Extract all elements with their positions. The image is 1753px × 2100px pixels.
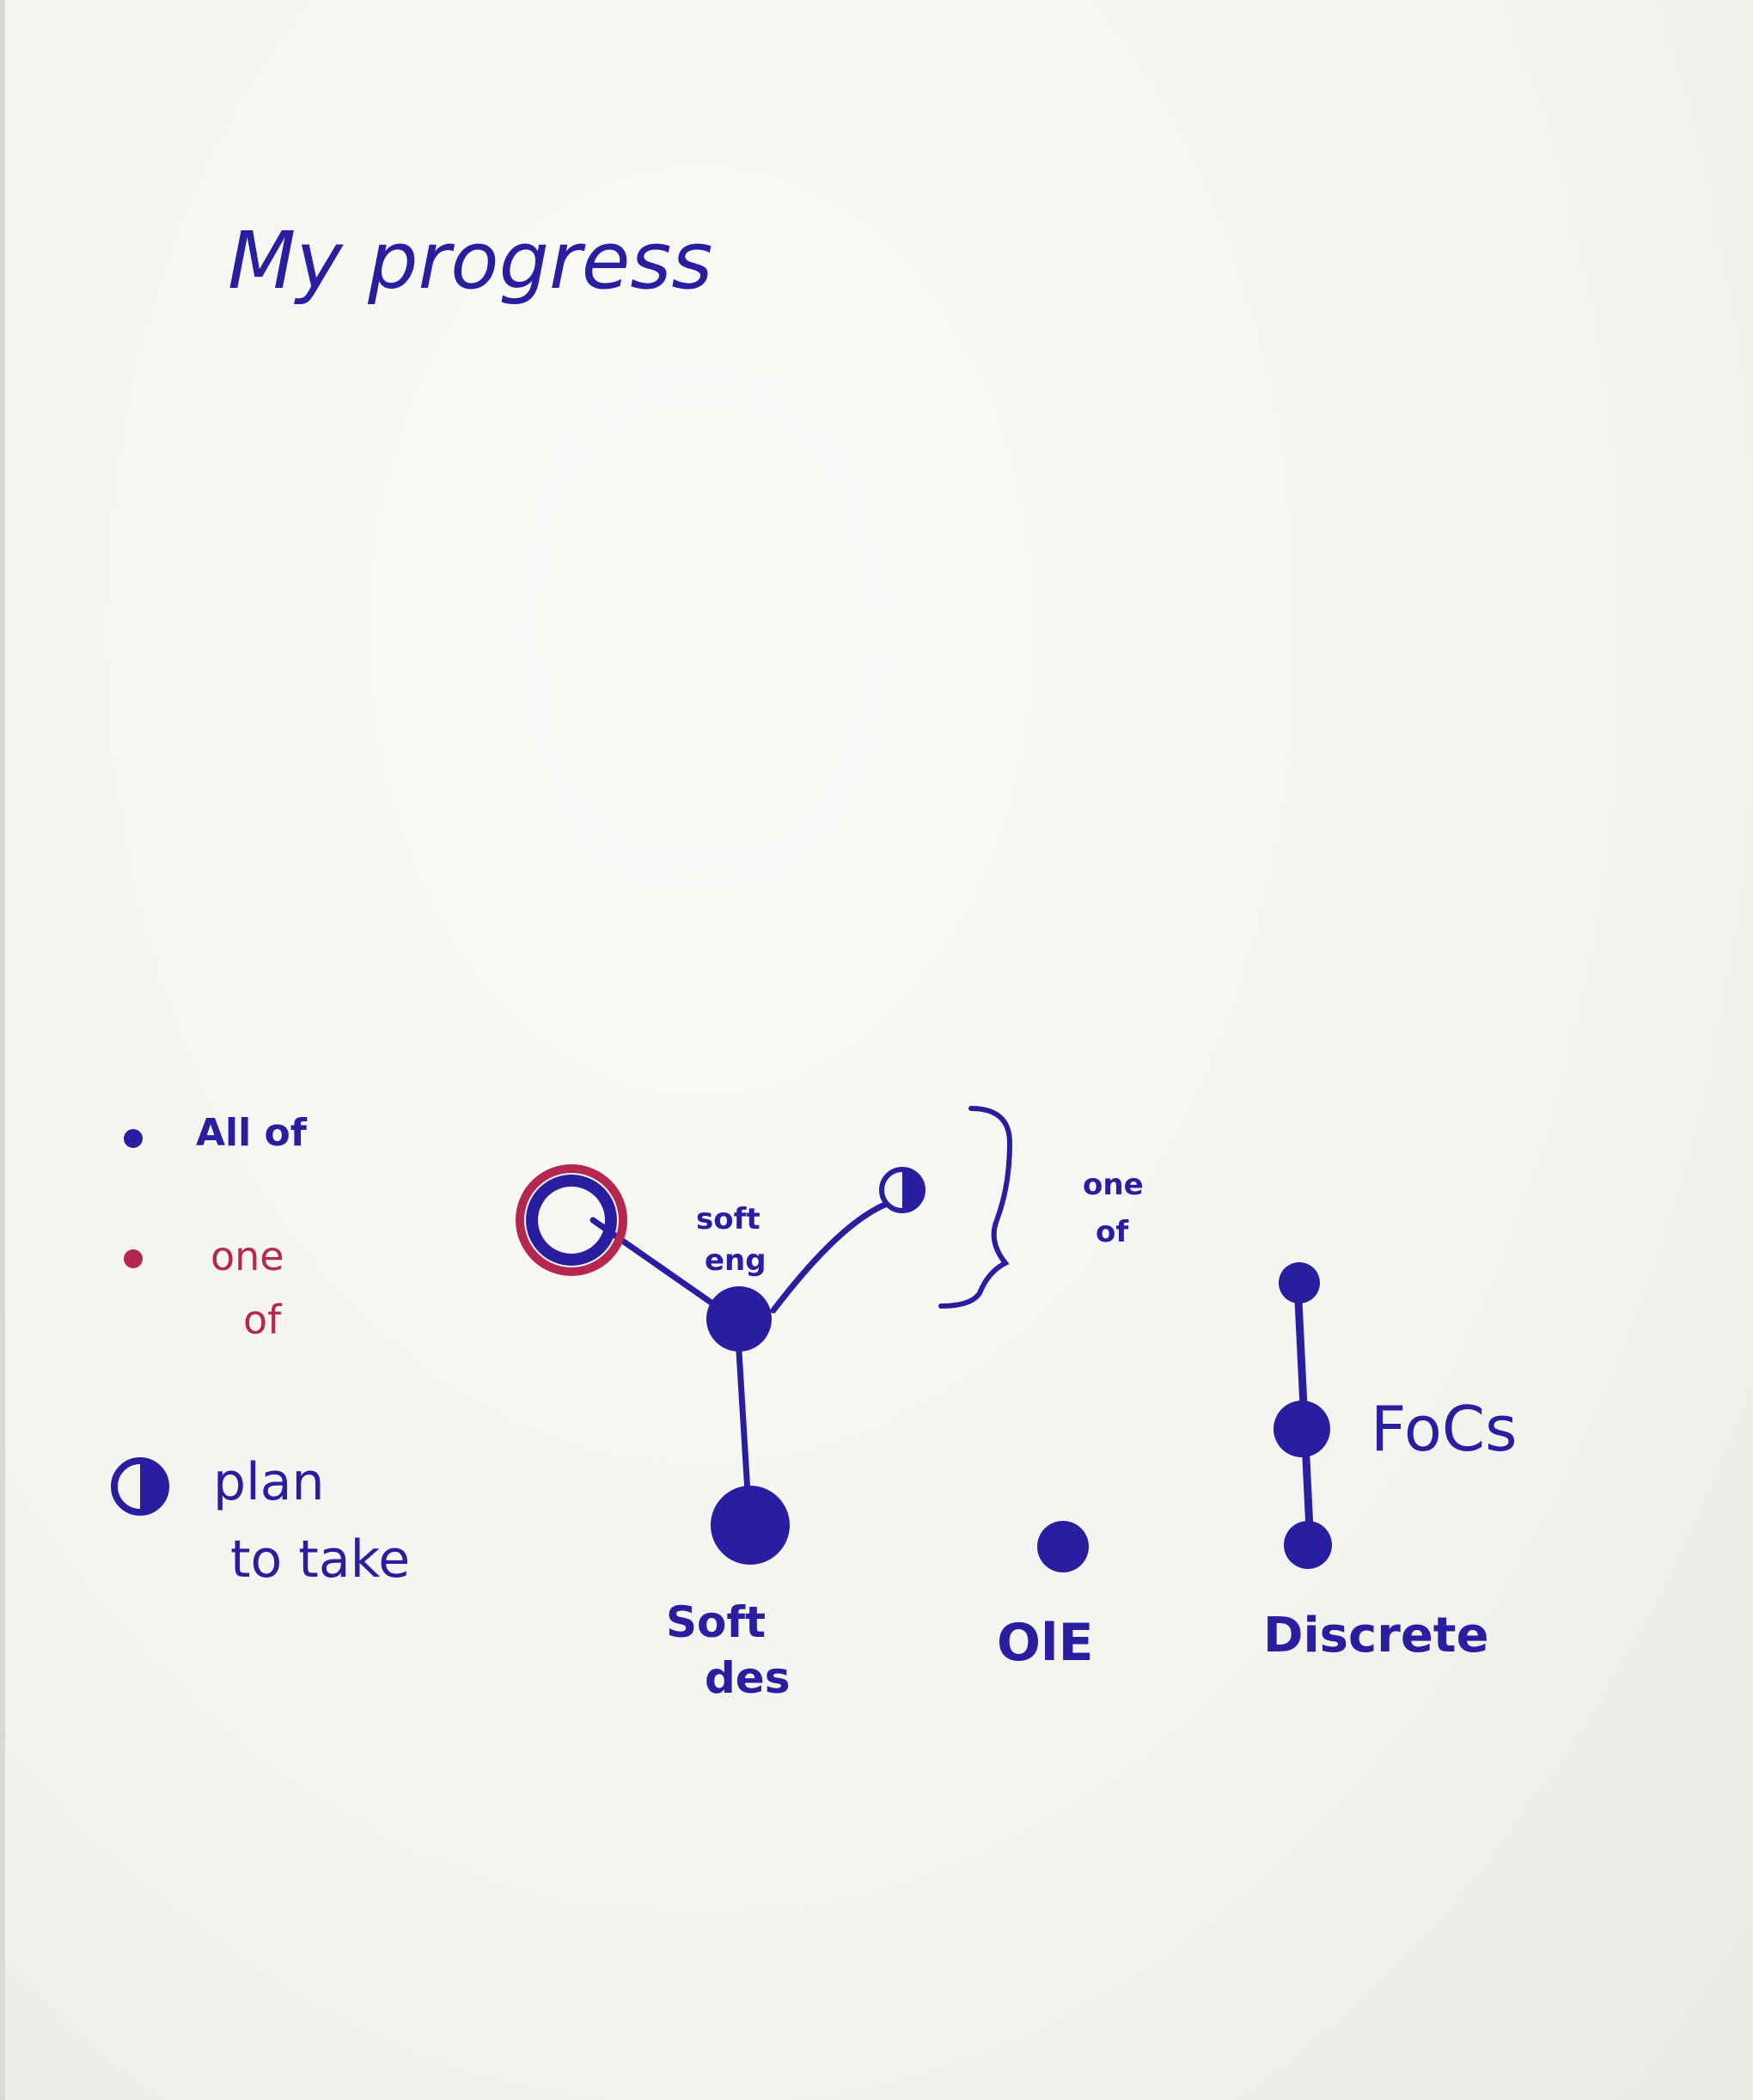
legend-one-of-dot	[124, 1249, 143, 1268]
focs-node-middle	[1274, 1401, 1330, 1457]
oie-label: OlE	[997, 1613, 1094, 1673]
focs-label: FoCs	[1371, 1393, 1518, 1465]
soft-des-label-line2: des	[705, 1653, 790, 1703]
soft-eng-label-line1: soft	[696, 1202, 760, 1236]
bracket-label-line2: of	[1096, 1215, 1129, 1249]
soft-des-label-line1: Soft	[666, 1597, 766, 1647]
paper-edge	[0, 0, 5, 2100]
plan-node-half	[902, 1169, 923, 1211]
legend-plan-icon-half	[140, 1461, 166, 1512]
legend-one-of-label-line2: of	[243, 1297, 283, 1343]
legend-one-of-label-line1: one	[211, 1233, 284, 1279]
page-title: My progress	[228, 215, 712, 307]
oie-node	[1037, 1521, 1089, 1572]
soft-eng-node	[706, 1286, 772, 1352]
one-of-node-circle	[526, 1175, 617, 1266]
bracket-label-line1: one	[1083, 1168, 1144, 1202]
soft-des-node	[711, 1486, 790, 1565]
one-of-bracket	[938, 1106, 1013, 1309]
soft-eng-label-line2: eng	[705, 1243, 767, 1278]
edge-soft-eng-to-plan	[770, 1200, 893, 1314]
legend-plan-label-line1: plan	[213, 1452, 325, 1512]
focs-node-bottom	[1284, 1521, 1332, 1569]
legend-plan-label-line2: to take	[230, 1529, 410, 1590]
legend-all-of-dot	[124, 1129, 143, 1148]
one-of-node-red-ring	[516, 1164, 627, 1276]
legend-all-of-label: All of	[196, 1111, 308, 1155]
focs-node-top	[1279, 1262, 1320, 1303]
discrete-label: Discrete	[1263, 1608, 1489, 1664]
